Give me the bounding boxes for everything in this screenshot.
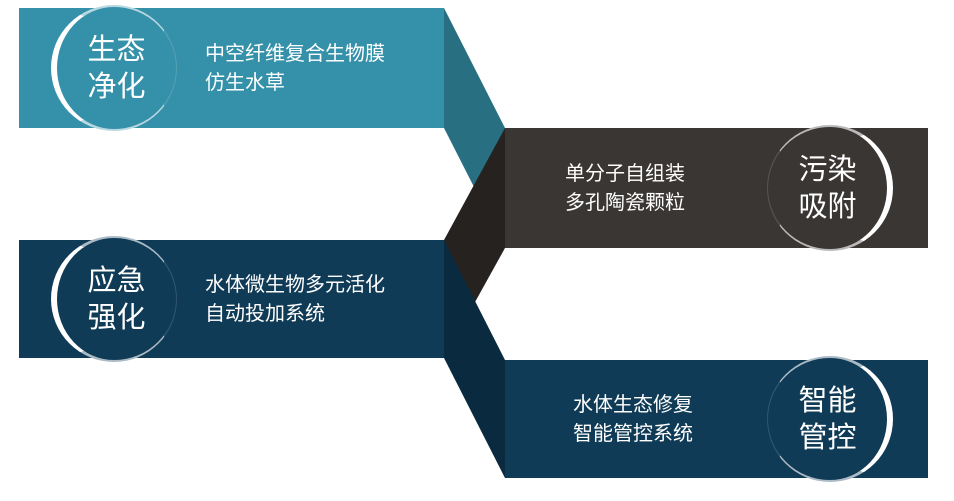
description-line-2: 多孔陶瓷颗粒 <box>565 190 685 214</box>
badge-pollution-adsorption: 污染 吸附 <box>767 125 893 251</box>
badge-line-2: 管控 <box>798 420 857 454</box>
badge-line-2: 净化 <box>87 69 146 103</box>
description-pollution-adsorption: 单分子自组装 多孔陶瓷颗粒 <box>565 159 685 217</box>
badge-line-2: 强化 <box>87 300 146 334</box>
description-line-2: 自动投加系统 <box>205 301 325 325</box>
badge-smart-control: 智能 管控 <box>767 356 893 482</box>
description-eco-purification: 中空纤维复合生物膜 仿生水草 <box>205 39 385 97</box>
description-line-1: 水体微生物多元活化 <box>205 272 385 296</box>
badge-eco-purification: 生态 净化 <box>51 5 177 131</box>
description-line-2: 智能管控系统 <box>573 421 693 445</box>
panel-emergency-enhancement: 应急 强化 水体微生物多元活化 自动投加系统 <box>19 236 444 362</box>
badge-line-1: 污染 <box>798 152 857 186</box>
connector-navy-to-navy <box>444 240 505 478</box>
badge-line-2: 吸附 <box>798 189 857 223</box>
description-emergency-enhancement: 水体微生物多元活化 自动投加系统 <box>205 270 385 328</box>
panel-smart-control: 水体生态修复 智能管控系统 智能 管控 <box>505 356 928 482</box>
badge-emergency-enhancement: 应急 强化 <box>51 236 177 362</box>
badge-line-1: 应急 <box>87 263 146 297</box>
description-line-1: 水体生态修复 <box>573 392 693 416</box>
badge-line-1: 生态 <box>87 32 146 66</box>
panel-pollution-adsorption: 单分子自组装 多孔陶瓷颗粒 污染 吸附 <box>505 125 928 251</box>
description-line-1: 中空纤维复合生物膜 <box>205 41 385 65</box>
description-smart-control: 水体生态修复 智能管控系统 <box>573 390 693 448</box>
badge-line-1: 智能 <box>798 383 857 417</box>
description-line-1: 单分子自组装 <box>565 161 685 185</box>
description-line-2: 仿生水草 <box>205 70 285 94</box>
panel-eco-purification: 生态 净化 中空纤维复合生物膜 仿生水草 <box>19 5 444 131</box>
